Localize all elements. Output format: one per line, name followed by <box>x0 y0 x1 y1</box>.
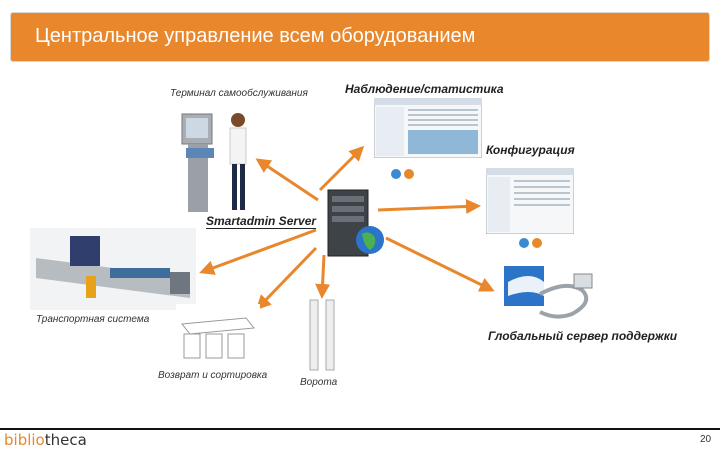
logo-part-biblio: biblio <box>4 431 45 449</box>
firefox-icon <box>532 238 542 248</box>
firefox-icon <box>404 169 414 179</box>
global-support-image <box>504 266 593 319</box>
arrow-server-to-gates <box>315 254 331 299</box>
slide-title: Центральное управление всем оборудование… <box>35 25 476 47</box>
monitoring-screenshot <box>374 98 482 158</box>
terminal-label: Терминал самообслуживания <box>170 88 308 99</box>
ie-icon <box>519 238 529 248</box>
configuration-label: Конфигурация <box>486 143 575 157</box>
global-server-label: Глобальный сервер поддержки <box>488 329 678 343</box>
security-gates-image <box>309 299 335 371</box>
arrow-server-to-monitoring <box>318 145 365 192</box>
server-label: Smartadmin Server <box>206 214 317 228</box>
title-banner: Центральное управление всем оборудование… <box>10 12 710 62</box>
gates-label: Ворота <box>300 377 338 388</box>
arrow-server-to-terminal <box>255 158 319 202</box>
page-number: 20 <box>700 434 712 445</box>
logo-part-theca: theca <box>44 431 87 449</box>
server-globe-icon <box>327 189 384 257</box>
arrow-server-to-global <box>385 236 495 292</box>
browser-icons-configuration <box>519 238 542 248</box>
arrow-server-to-return <box>255 246 318 311</box>
monitoring-label: Наблюдение/статистика <box>345 82 504 96</box>
browser-icons-monitoring <box>391 169 414 179</box>
bibliotheca-logo: bibliotheca <box>4 431 87 449</box>
configuration-screenshot <box>486 168 574 234</box>
self-service-kiosk-image <box>181 113 247 212</box>
transport-label: Транспортная система <box>36 314 150 325</box>
ie-icon <box>391 169 401 179</box>
arrow-server-to-configuration <box>377 198 481 214</box>
return-sort-label: Возврат и сортировка <box>158 370 268 381</box>
return-sorting-image <box>176 304 260 364</box>
arrow-server-to-transport <box>199 228 317 275</box>
footer-divider <box>0 428 720 430</box>
transport-system-image <box>30 228 196 310</box>
